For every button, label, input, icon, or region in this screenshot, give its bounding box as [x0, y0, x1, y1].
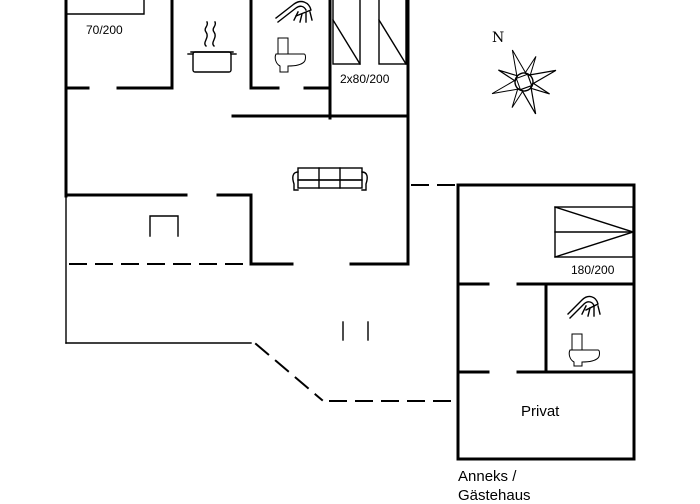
- shower-icon: [275, 0, 313, 23]
- compass-north-label: N: [492, 30, 505, 46]
- table: [149, 215, 179, 237]
- annex-label-line1: Anneks /: [458, 468, 517, 485]
- bed-size-label: 2x80/200: [340, 72, 390, 86]
- bed-top-double: [332, 0, 407, 65]
- annex-walls: [456, 183, 636, 461]
- bed-size-label: 70/200: [86, 23, 123, 37]
- bed-annex: [554, 206, 634, 258]
- main-house-walls: [64, 0, 410, 344]
- toilet-icon: [568, 333, 600, 367]
- room-label-privat: Privat: [521, 403, 560, 420]
- cooking-pot-icon: [187, 21, 237, 73]
- shower-icon: [567, 295, 601, 319]
- terrace-outline: [65, 184, 457, 402]
- sofa-icon: [292, 167, 368, 191]
- compass-rose-icon: [491, 49, 557, 115]
- toilet-icon: [274, 37, 306, 73]
- bed-size-label: 180/200: [571, 263, 615, 277]
- annex-label-line2: Gästehaus: [458, 487, 531, 504]
- bed-top-left: [65, 0, 145, 15]
